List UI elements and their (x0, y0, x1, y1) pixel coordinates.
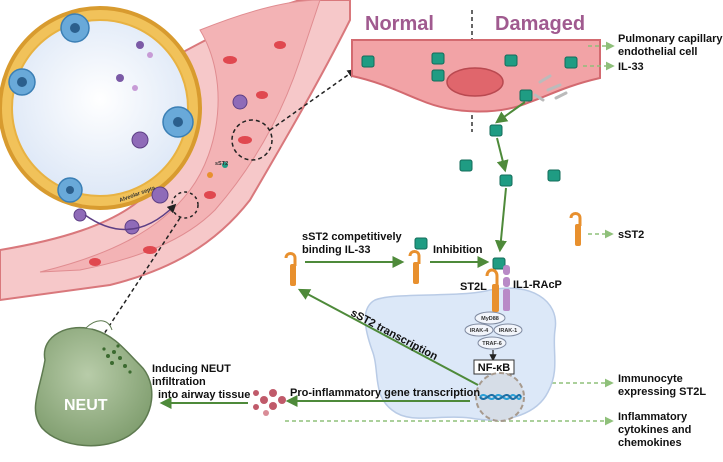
legend-cytokines-label: Inflammatory cytokines and chemokines (618, 411, 694, 449)
svg-text:IRAK-1: IRAK-1 (499, 328, 517, 334)
sst2-il33-complex-icon (408, 237, 428, 284)
immune-cells (73, 41, 248, 235)
diffuse-arrow (496, 137, 509, 173)
st2l-receptor-icon (485, 257, 506, 312)
legend-il33-label: IL-33 (618, 61, 644, 73)
legend-endothelial-label: Pulmonary capillary endothelial cell (618, 33, 723, 58)
macrophages (8, 13, 194, 203)
svg-text:MyD88: MyD88 (481, 316, 499, 322)
neut-infiltration-label: Inducing NEUT infiltration into airway t… (152, 363, 250, 401)
endothelial-cell (351, 39, 601, 113)
traf6-node: TRAF-6 (477, 336, 507, 350)
neut-granules (102, 344, 132, 374)
normal-title: Normal (365, 13, 434, 35)
neutrophil-cell (34, 320, 153, 447)
svg-text:TRAF-6: TRAF-6 (482, 341, 502, 347)
legend-sst2-label: sST2 (618, 229, 644, 241)
sst2-free-icon (284, 252, 297, 286)
il33-molecules (361, 52, 578, 187)
sst2-small-label: sST2 (215, 161, 228, 167)
irak1-node: IRAK-1 (493, 323, 523, 337)
proinflammatory-label: Pro-inflammatory gene transcription (290, 387, 480, 399)
sst2-transcription-arrow (297, 288, 479, 386)
irak4-node: IRAK-4 (464, 323, 494, 337)
il1racp-label: IL1-RAcP (513, 279, 562, 291)
zoom-line-top (269, 68, 357, 131)
legend-sst2-icon (569, 212, 582, 246)
zoom-line-neut (99, 217, 181, 342)
il1racp-receptor-icon (503, 265, 510, 311)
red-blood-cells (89, 41, 286, 266)
alveolus (0, 6, 202, 210)
migration-arrow (84, 203, 177, 231)
cytokine-cluster (253, 389, 286, 416)
inhibition-label: Inhibition (433, 244, 483, 256)
release-arrow (495, 101, 526, 124)
neut-label: NEUT (64, 397, 108, 414)
damage-cracks (533, 74, 568, 102)
binding-arrow (494, 187, 507, 253)
nfkb-box: NF-κB (473, 359, 515, 375)
competitive-binding-label: sST2 competitively binding IL-33 (302, 231, 405, 256)
svg-text:NF-κB: NF-κB (478, 362, 510, 374)
legend-immunocyte-label: Immunocyte expressing ST2L (618, 373, 706, 398)
damaged-title: Damaged (495, 13, 585, 35)
st2l-label: ST2L (460, 281, 487, 293)
zoom-circle-endothelium (231, 119, 273, 161)
myd88-node: MyD88 (474, 311, 506, 325)
svg-text:IRAK-4: IRAK-4 (470, 328, 489, 334)
nucleus (475, 372, 525, 422)
zoom-circle-neut (171, 191, 199, 219)
